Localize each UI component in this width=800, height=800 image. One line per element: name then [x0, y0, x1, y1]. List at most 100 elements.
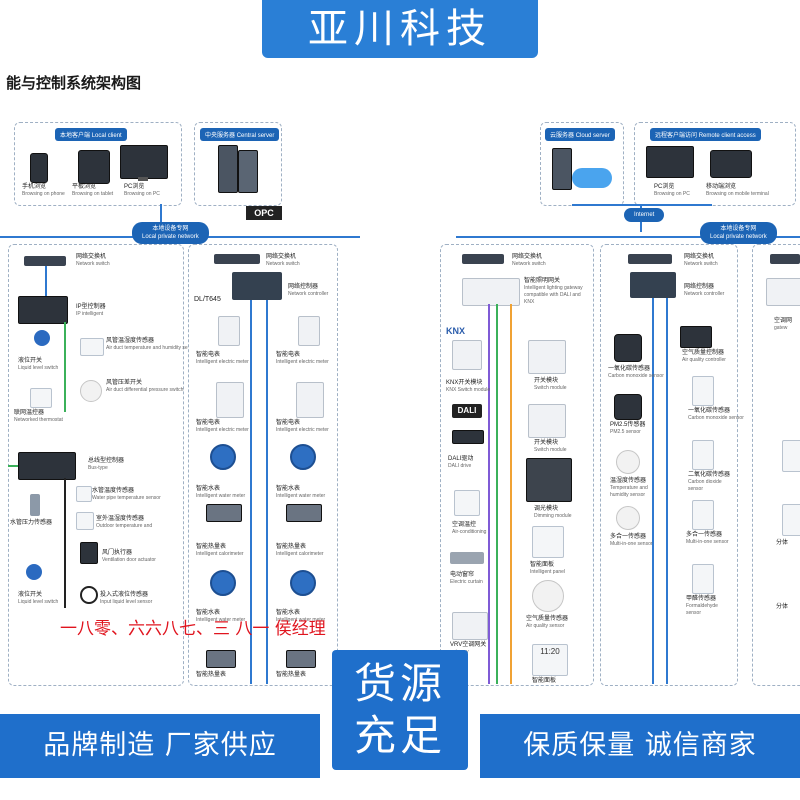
left-network-vert: [160, 204, 162, 236]
internet-line: [572, 204, 712, 206]
server-rack-icon-2: [238, 150, 258, 193]
diagram-title: 能与控制系统架构图: [6, 75, 142, 92]
temp-humidity-icon: [616, 450, 640, 474]
col5-gateway-icon: [766, 278, 800, 306]
col3-vert-blue: [488, 304, 490, 684]
pm25-icon: [614, 394, 642, 420]
col5-switch-icon: [770, 254, 800, 264]
col1-switch-icon: [24, 256, 66, 266]
electric-meter-2: [298, 316, 320, 346]
col1-bus-controller-icon: [18, 452, 76, 480]
col5-split2-icon: [782, 504, 800, 536]
col1-input-sensor-icon: [80, 586, 98, 604]
opc-logo: OPC: [246, 206, 282, 220]
col1-pipe-sensor-icon: [76, 486, 92, 502]
col5-split1-label: 分体: [776, 540, 789, 546]
local-client-tag: 本地客户端 Local client: [55, 128, 127, 141]
cloud-icon: [572, 168, 612, 188]
dali-drive-icon: [452, 430, 484, 444]
calorimeter-3: [206, 650, 236, 668]
col1-outdoor-sensor-icon: [76, 512, 94, 530]
col1-duct-sensor-icon: [80, 338, 104, 356]
server-rack-icon: [218, 145, 238, 193]
switch-module-1-icon: [528, 340, 566, 374]
bottom-right-banner: 保质保量 诚信商家: [480, 714, 800, 778]
calorimeter-3-label: 智能热量表: [196, 672, 227, 678]
electric-meter-4: [296, 382, 324, 418]
brand-banner: 亚川科技: [262, 0, 538, 58]
col3-knx-bus: [496, 304, 498, 684]
water-meter-1: [210, 444, 236, 470]
col1-float-switch-icon: [34, 330, 50, 346]
col3-switch-icon: [462, 254, 504, 264]
remote-client-tag: 远程客户端访问 Remote client access: [650, 128, 761, 141]
smart-panel-label: 智能面板: [532, 678, 557, 684]
remote-pc-icon: [646, 146, 694, 178]
col4-bus-b: [666, 298, 668, 684]
cloud-server-rack-icon: [552, 148, 572, 190]
smart-panel-icon: 11:20: [532, 644, 568, 676]
air-conditioning-icon: [454, 490, 480, 516]
internet-tag: Internet: [624, 208, 665, 222]
electric-meter-3: [216, 382, 244, 418]
col3-dali-bus: [510, 304, 512, 684]
contact-text: 一八零、六六八七、三 八一 侯经理: [60, 619, 326, 639]
tablet-icon: [78, 150, 110, 184]
col3-gateway-icon: [462, 278, 520, 306]
col2-bus-b: [266, 300, 268, 684]
calorimeter-4: [286, 650, 316, 668]
col2-switch-icon: [214, 254, 260, 264]
pc-monitor-icon: [120, 145, 168, 179]
col5-panel: [752, 244, 800, 686]
intelligent-panel-icon: [532, 526, 564, 558]
co2-icon: [692, 440, 714, 470]
col1-ip-controller-icon: [18, 296, 68, 324]
dimming-module-icon: [526, 458, 572, 502]
col5-split2-label: 分体: [776, 604, 789, 610]
col1-actuator-icon: [80, 542, 98, 564]
col1-pressure-switch-icon: [80, 380, 102, 402]
center-stock-badge: 货源充足: [332, 650, 468, 770]
col5-split1-icon: [782, 440, 800, 472]
formaldehyde-icon: [692, 564, 714, 594]
col1-thermostat-icon: [30, 388, 52, 408]
smart-panel-clock: 11:20: [540, 647, 560, 656]
col1-water-pressure-label: 水管压力传感器: [10, 520, 53, 526]
